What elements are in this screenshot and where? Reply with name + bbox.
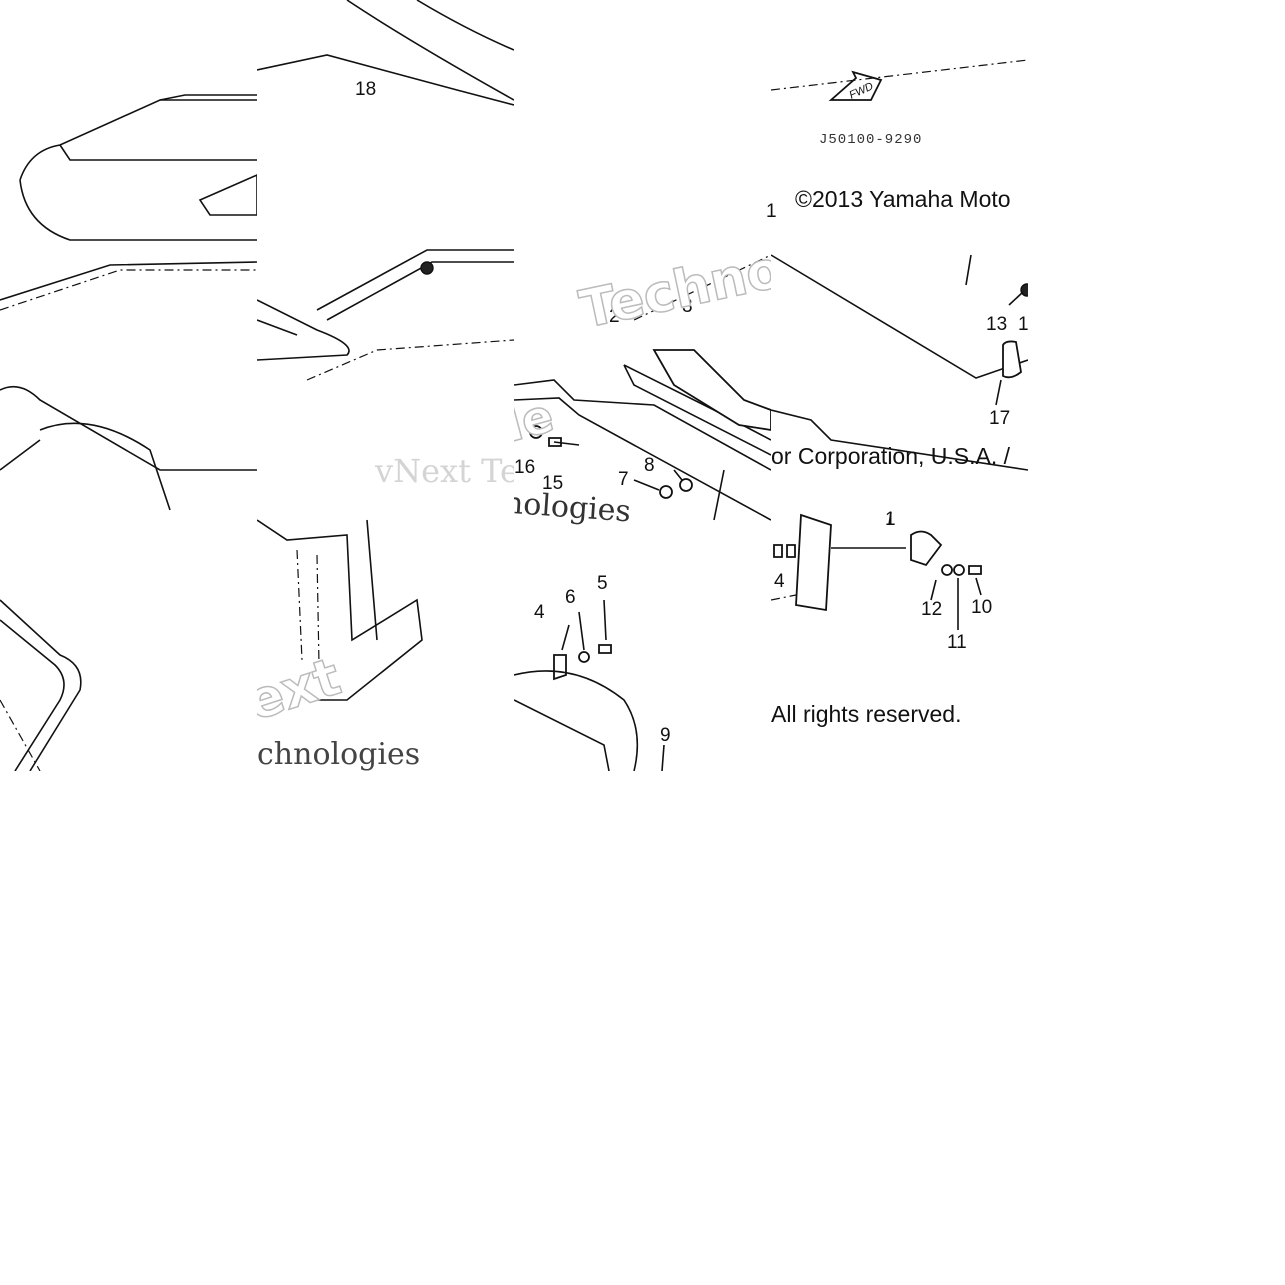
copyright-line-3: All rights reserved.: [771, 701, 962, 727]
callout-12: 12: [921, 599, 943, 620]
tile-4-linework: [771, 59, 1028, 630]
callout-8: 8: [644, 455, 655, 476]
callout-3: 3: [682, 296, 693, 317]
diagram-code: J50100-9290: [819, 132, 923, 148]
callout-9: 9: [660, 725, 671, 746]
callout-6: 6: [565, 587, 576, 608]
tile-1-linework: [0, 94, 257, 771]
callout-1c: 1: [1018, 314, 1029, 335]
callout-1a: 1: [766, 201, 777, 222]
callout-2: 2: [609, 306, 620, 327]
copyright-line-1: ©2013 Yamaha Moto: [795, 186, 1011, 212]
callout-16: 16: [514, 457, 536, 478]
callout-15: 15: [542, 473, 564, 494]
callout-4b: 4: [774, 571, 785, 592]
callout-11: 11: [947, 632, 967, 653]
callout-5: 5: [597, 573, 608, 594]
tile-2-linework: [257, 0, 514, 701]
diagram-tile-3: 2 3 16 15 7 8 4 6 5 9 Techno vNe nologie…: [514, 0, 771, 771]
diagram-tile-2: 18 vNext Tec ext chnologies: [257, 0, 514, 771]
callout-18: 18: [355, 79, 377, 100]
callout-4a: 4: [534, 602, 545, 623]
copyright-line-2: or Corporation, U.S.A. /: [771, 443, 1011, 469]
callout-17: 17: [989, 408, 1011, 429]
diagram-tile-4: J50100-9290 ©2013 Yamaha Moto 13 17 or C…: [771, 0, 1028, 771]
callout-1b: 1: [885, 509, 896, 530]
watermark-technologies: chnologies: [257, 737, 421, 771]
diagram-tile-1: [0, 0, 257, 771]
callout-7: 7: [618, 469, 629, 490]
tile-3-linework: [514, 254, 771, 771]
callout-13: 13: [986, 314, 1008, 335]
callout-10: 10: [971, 597, 993, 618]
